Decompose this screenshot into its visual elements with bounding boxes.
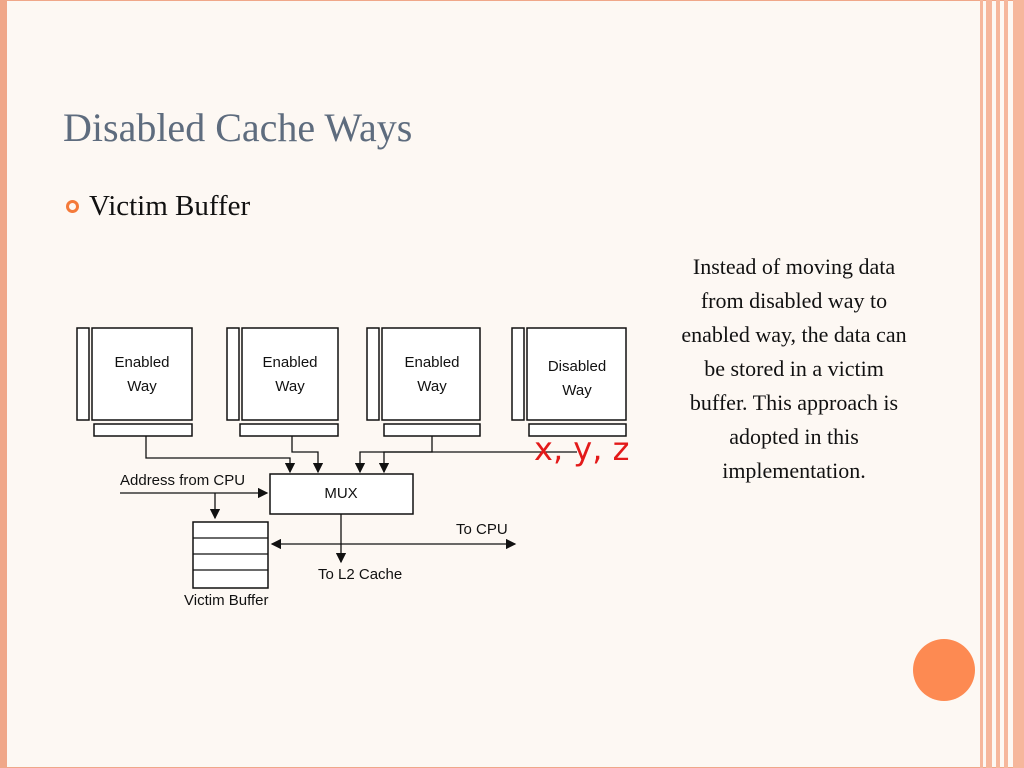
way-2-label-line2: Way <box>275 378 305 395</box>
mux-box <box>269 473 414 515</box>
decor-stripe <box>980 0 983 768</box>
xyz-annotation: x, y, z <box>534 430 629 468</box>
way-3-label-line1: Enabled <box>404 354 459 371</box>
to-cpu-label: To CPU <box>456 521 508 538</box>
cache-way-3: Enabled Way <box>366 327 481 437</box>
frame-left-border <box>0 0 7 768</box>
way-to-mux-connections <box>145 436 577 474</box>
victim-buffer-label: Victim Buffer <box>184 592 268 609</box>
way-1-label-line1: Enabled <box>114 354 169 371</box>
cache-way-2: Enabled Way <box>226 327 339 437</box>
frame-top <box>0 0 1024 1</box>
way-3-label-line2: Way <box>417 378 447 395</box>
decor-stripe <box>996 0 1000 768</box>
bullet-icon <box>66 200 79 213</box>
way-4-label-line2: Way <box>562 382 592 399</box>
bullet-item: Victim Buffer <box>66 190 250 223</box>
to-l2-cache-label: To L2 Cache <box>318 566 402 583</box>
decor-stripe <box>986 0 992 768</box>
decor-stripe <box>1013 0 1024 768</box>
way-1-label-line2: Way <box>127 378 157 395</box>
explanation-text: Instead of moving data from disabled way… <box>681 254 907 483</box>
victim-buffer-diagram: Enabled Way Enabled Way Enabled Way Disa… <box>76 327 629 609</box>
mux-label: MUX <box>324 485 357 502</box>
bullet-text: Victim Buffer <box>89 190 251 222</box>
way-2-label-line1: Enabled <box>262 354 317 371</box>
victim-buffer <box>192 521 269 589</box>
cache-way-4-disabled: Disabled Way <box>511 327 627 437</box>
way-4-label-line1: Disabled <box>548 358 606 375</box>
cache-way-1: Enabled Way <box>76 327 193 437</box>
decor-stripe <box>1004 0 1008 768</box>
decorative-circle <box>913 639 975 701</box>
address-from-cpu-label: Address from CPU <box>120 472 245 489</box>
slide-title: Disabled Cache Ways <box>63 105 413 150</box>
